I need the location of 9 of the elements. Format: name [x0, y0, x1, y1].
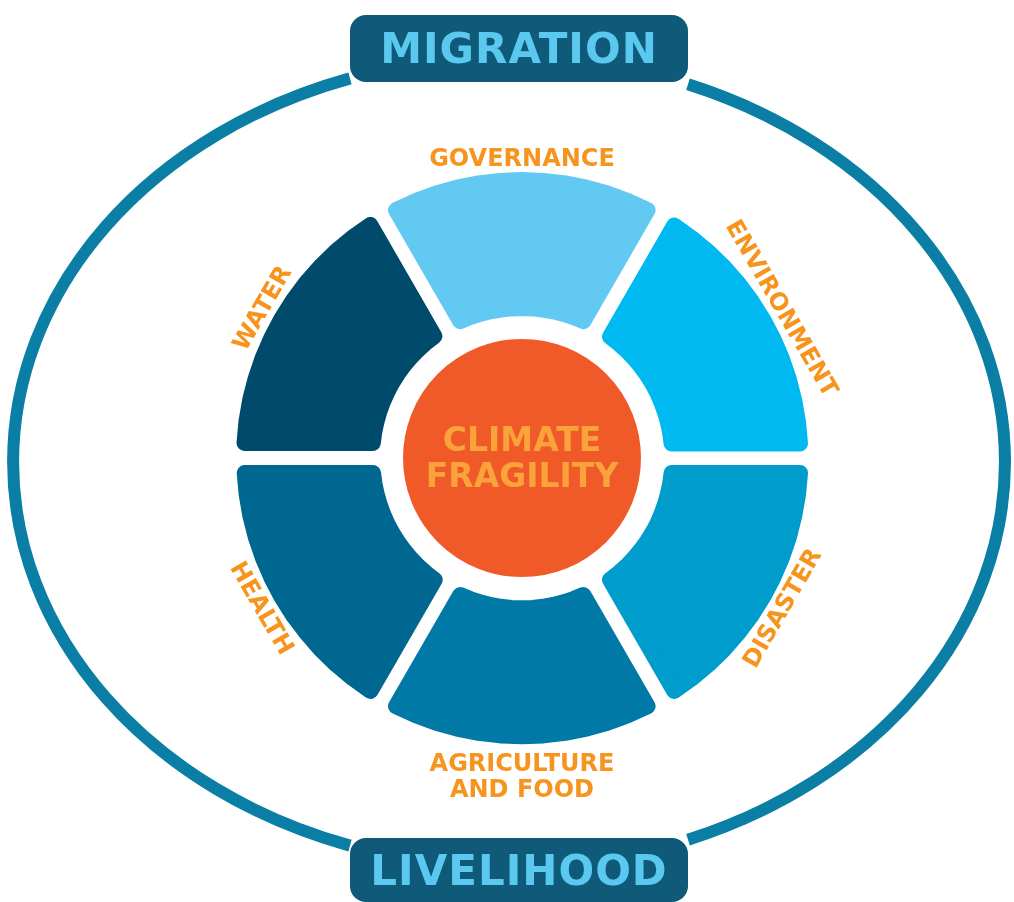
ring-connector [685, 78, 1010, 846]
banner [350, 15, 688, 82]
banner [350, 838, 688, 902]
center-label: CLIMATE FRAGILITY [424, 421, 620, 495]
petal-label: GOVERNANCE [429, 144, 615, 172]
banner-text: MIGRATION [380, 24, 658, 73]
petal-label: AGRICULTURE AND FOOD [428, 749, 616, 803]
banner-text: LIVELIHOOD [370, 845, 668, 895]
ring-connector [7, 72, 352, 852]
